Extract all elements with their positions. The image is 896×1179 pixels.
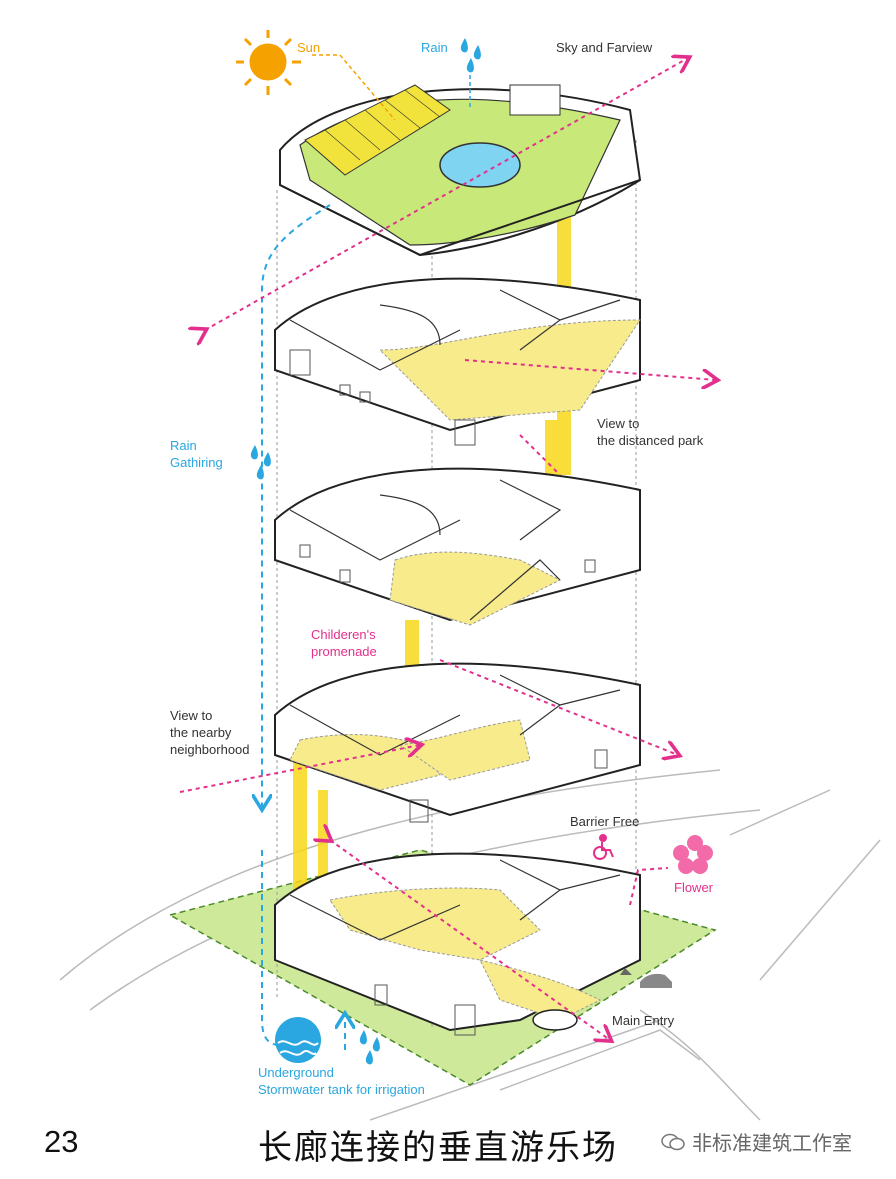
label-sun: Sun bbox=[297, 40, 320, 55]
water-tank-icon bbox=[275, 1017, 321, 1063]
flower-icon bbox=[673, 835, 713, 874]
label-main-entry: Main Entry bbox=[612, 1013, 675, 1028]
view-arrows bbox=[179, 58, 716, 1040]
label-promenade-2: promenade bbox=[311, 644, 377, 659]
sun-icon bbox=[236, 30, 301, 95]
labels: Sun Rain Sky and Farview View to the dis… bbox=[170, 40, 714, 1097]
floor-3 bbox=[274, 277, 641, 446]
wheelchair-icon bbox=[593, 834, 614, 860]
rain-drops-icon bbox=[460, 38, 481, 73]
label-view-neighborhood-3: neighborhood bbox=[170, 742, 250, 757]
label-rain-gathering-1: Rain bbox=[170, 438, 197, 453]
entry-triangle-icon bbox=[620, 968, 632, 975]
figure-number: 23 bbox=[44, 1124, 79, 1159]
label-view-neighborhood-2: the nearby bbox=[170, 725, 232, 740]
label-view-park-2: the distanced park bbox=[597, 433, 704, 448]
label-promenade-1: Childeren's bbox=[311, 627, 376, 642]
rain-gathering-drops-icon bbox=[250, 445, 271, 480]
label-view-neighborhood-1: View to bbox=[170, 708, 212, 723]
label-view-park-1: View to bbox=[597, 416, 639, 431]
watermark-text: 非标准建筑工作室 bbox=[692, 1131, 852, 1155]
label-underground-1: Underground bbox=[258, 1065, 334, 1080]
label-barrier-free: Barrier Free bbox=[570, 814, 639, 829]
figure-title: 长廊连接的垂直游乐场 bbox=[258, 1128, 618, 1168]
label-rain: Rain bbox=[421, 40, 448, 55]
wechat-icon bbox=[661, 1133, 685, 1150]
label-sky-farview: Sky and Farview bbox=[556, 40, 653, 55]
roof-level bbox=[279, 84, 642, 257]
floor-1 bbox=[274, 662, 641, 823]
label-underground-2: Stormwater tank for irrigation bbox=[258, 1082, 425, 1097]
car-icon bbox=[620, 968, 672, 988]
stormwater-drops-icon bbox=[359, 1030, 380, 1065]
roof-pool bbox=[439, 142, 521, 188]
wechat-watermark: 非标准建筑工作室 bbox=[660, 1127, 852, 1156]
label-flower: Flower bbox=[674, 880, 714, 895]
label-rain-gathering-2: Gathiring bbox=[170, 455, 223, 470]
sun-ray-connector bbox=[312, 54, 396, 121]
floor-2 bbox=[274, 467, 641, 626]
